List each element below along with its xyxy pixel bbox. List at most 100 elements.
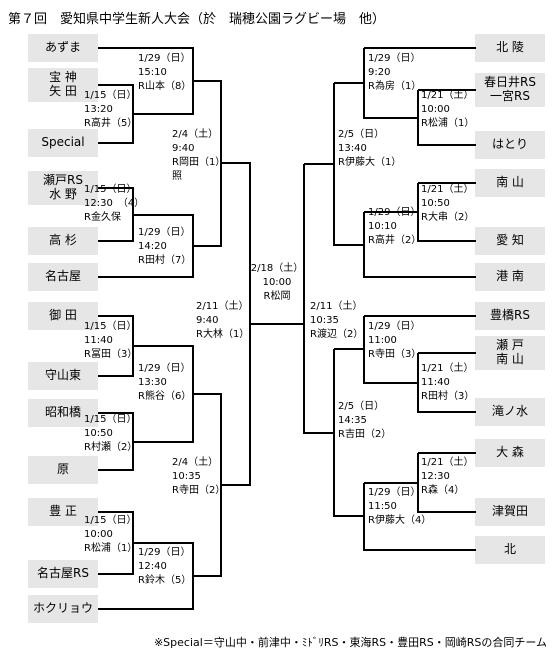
team-right-3: はとり <box>475 131 545 159</box>
team-left-8: 守山東 <box>28 362 98 390</box>
game-r11-line-2: 14:35 <box>338 415 367 426</box>
game-l5-line-2: 10:00 <box>84 529 113 540</box>
game-r9-line-2: 11:50 <box>368 501 397 512</box>
bracket-line-25 <box>133 542 194 544</box>
game-l1-line-1: 1/15（日） <box>84 90 137 101</box>
game-r6-line-1: 1/29（日） <box>368 53 421 64</box>
team-right-11: 津賀田 <box>475 498 545 526</box>
game-l4-line-3: R村瀬（2） <box>84 442 138 453</box>
game-l11-line-3: R寺田（2） <box>172 485 226 496</box>
game-r2-line-3: R大串（2） <box>421 212 475 223</box>
game-l3-line-1: 1/15（日） <box>84 321 137 332</box>
bracket-line-22 <box>133 345 194 347</box>
team-right-12: 北 <box>475 536 545 564</box>
game-l6-line-1: 1/29（日） <box>138 53 191 64</box>
bracket-line-5 <box>98 240 134 242</box>
game-l3-line-2: 11:40 <box>84 335 113 346</box>
game-r1-line-1: 1/21（土） <box>421 90 474 101</box>
team-left-9: 昭和橋 <box>28 399 98 427</box>
bracket-line-2 <box>98 142 134 144</box>
game-r11-line-1: 2/5（日） <box>338 401 385 412</box>
game-r3-line-1: 1/21（土） <box>421 363 474 374</box>
bracket-line-35 <box>221 483 251 486</box>
game-l11-line-1: 2/4（土） <box>172 457 219 468</box>
game-r4-line-3: R森（4） <box>421 485 465 496</box>
game-r7-line-3: R高井（2） <box>368 235 422 246</box>
game-r12-line-2: 10:35 <box>310 315 339 326</box>
team-left-7: 御 田 <box>28 302 98 330</box>
bracket-line-52 <box>364 211 419 213</box>
bracket-line-41 <box>418 240 476 242</box>
game-l2: 1/15（日）12:30 （4）R金久保 <box>84 183 144 225</box>
team-left-10: 原 <box>28 456 98 484</box>
bracket-line-69 <box>303 163 305 434</box>
bracket-line-14 <box>98 573 134 575</box>
game-r8-line-1: 1/29（日） <box>368 321 421 332</box>
game-r8-line-2: 11:00 <box>368 335 397 346</box>
game-r4-line-1: 1/21（土） <box>421 457 474 468</box>
game-l1-line-3: R高井（5） <box>84 118 138 129</box>
bracket-line-10 <box>98 412 134 414</box>
game-r4-line-2: 12:30 <box>421 471 450 482</box>
game-f-line-3: R松岡 <box>263 291 291 302</box>
team-left-1: あずま <box>28 34 98 62</box>
team-left-12: 名古屋RS <box>28 560 98 588</box>
game-l5-line-3: R松浦（1） <box>84 543 138 554</box>
game-r2-line-1: 1/21（土） <box>421 184 474 195</box>
bracket-line-31 <box>193 392 222 395</box>
game-l8-line-2: 13:30 <box>138 377 167 388</box>
team-left-11: 豊 正 <box>28 498 98 526</box>
game-l4-line-2: 10:50 <box>84 428 113 439</box>
game-r11-line-3: R吉田（2） <box>338 429 392 440</box>
game-r12-line-1: 2/11（土） <box>310 301 363 312</box>
game-l10-line-2: 9:40 <box>172 143 195 154</box>
team-right-8: 瀬 戸 南 山 <box>475 336 545 370</box>
game-l10-line-4: 照 <box>172 171 182 182</box>
game-l3-line-3: R冨田（3） <box>84 349 138 360</box>
team-right-4: 南 山 <box>475 169 545 197</box>
bracket-line-1 <box>98 84 134 86</box>
game-l11-line-2: 10:35 <box>172 471 201 482</box>
bracket-line-65 <box>334 515 365 518</box>
bracket-line-4 <box>98 187 134 189</box>
bracket-line-47 <box>418 511 476 513</box>
team-right-6: 港 南 <box>475 263 545 291</box>
game-l12-line-2: 9:40 <box>196 315 219 326</box>
bracket-line-13 <box>98 511 134 513</box>
game-l1-line-2: 13:20 <box>84 104 113 115</box>
bracket-line-32 <box>193 575 222 577</box>
bracket-line-53 <box>364 276 476 278</box>
team-left-4: 瀬戸RS 水 野 <box>28 171 98 205</box>
game-l5-line-1: 1/15（日） <box>84 515 137 526</box>
game-r2-line-2: 10:50 <box>421 198 450 209</box>
bracket-line-64 <box>334 348 365 351</box>
bracket-line-44 <box>418 411 476 413</box>
game-r10-line-2: 13:40 <box>338 143 367 154</box>
bracket-line-19 <box>133 213 194 216</box>
game-l12-line-1: 2/11（土） <box>196 301 249 312</box>
game-l8-line-3: R熊谷（6） <box>138 391 192 402</box>
team-right-5: 愛 知 <box>475 227 545 255</box>
bracket-line-16 <box>98 47 194 49</box>
bracket-line-23 <box>133 440 194 443</box>
game-r7-line-2: 10:10 <box>368 221 397 232</box>
game-l9-line-2: 12:40 <box>138 561 167 572</box>
bracket-line-55 <box>364 315 476 317</box>
bracket-line-40 <box>418 182 476 184</box>
bracket-line-68 <box>304 431 335 434</box>
game-l7-line-1: 1/29（日） <box>138 227 191 238</box>
